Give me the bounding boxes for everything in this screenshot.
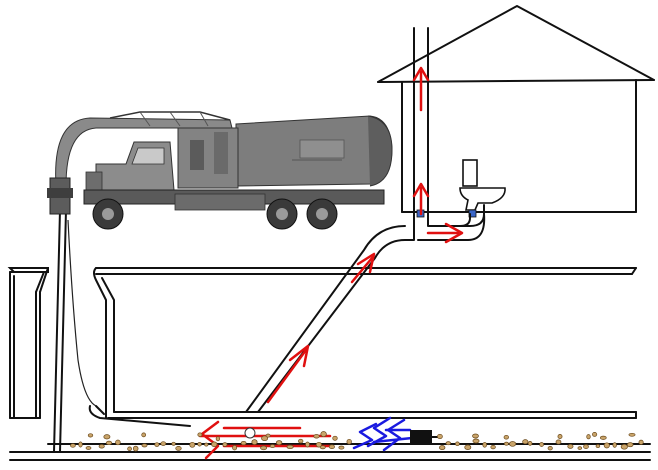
debris-pebble: [555, 439, 562, 445]
debris-pebble: [472, 438, 480, 444]
air-flow-arrow-toilet: [426, 222, 464, 244]
debris-pebble: [509, 441, 517, 447]
toilet-icon: [459, 159, 506, 211]
debris-pebble: [315, 441, 322, 448]
water-jet-arrows: [352, 416, 414, 452]
debris-pebble: [539, 442, 544, 447]
debris-pebble: [132, 445, 139, 452]
debris-pebble: [628, 432, 636, 437]
debris-pebble: [127, 446, 132, 452]
fitting-right: [468, 209, 477, 218]
debris-pebble: [103, 434, 111, 440]
debris-pebble: [260, 445, 268, 451]
debris-pebble: [98, 444, 105, 449]
debris-pebble: [490, 444, 496, 450]
air-flow-arrow-lateral-top: [350, 252, 376, 284]
debris-pebble: [595, 444, 601, 449]
debris-pebble: [197, 432, 203, 437]
debris-pebble: [503, 434, 509, 440]
debris-pebble: [586, 434, 591, 440]
debris-pebble: [171, 441, 176, 446]
debris-pebble: [105, 440, 113, 446]
vent-stack: [413, 27, 429, 217]
debris-pebble: [527, 441, 533, 446]
air-flow-arrow-vent-lower: [412, 182, 430, 216]
debris-pebble: [603, 442, 610, 449]
debris-pebble: [464, 444, 472, 450]
debris-pebble: [232, 445, 238, 451]
debris-pebble: [70, 443, 76, 448]
debris-pebble: [577, 446, 583, 450]
debris-pebble: [482, 441, 487, 448]
debris-pebble: [346, 438, 352, 445]
water-jet-arrow-3: [382, 418, 406, 452]
debris-pebble: [298, 438, 304, 444]
debris-pebble: [197, 441, 202, 447]
debris-pebble: [141, 443, 148, 448]
debris-pebble: [439, 445, 446, 451]
debris-pebble: [620, 444, 628, 450]
vacuum-truck-icon: [47, 111, 393, 230]
debris-pebble: [332, 435, 338, 441]
debris-pebble: [455, 441, 460, 447]
debris-pebble: [154, 442, 160, 447]
vacuum-hose: [53, 209, 97, 453]
debris-pebble: [472, 433, 479, 439]
debris-pebble: [115, 439, 121, 446]
debris-pebble: [522, 439, 529, 445]
debris-pebble: [626, 442, 634, 448]
debris-pebble: [557, 434, 563, 439]
ground-layers: [7, 267, 651, 461]
debris-pebble: [175, 446, 182, 451]
air-flow-arrow-lateral-mid: [266, 344, 310, 404]
debris-pebble: [599, 435, 607, 440]
manhole-inlet: [88, 405, 191, 427]
debris-pebble: [313, 434, 320, 439]
debris-pebble: [567, 444, 574, 449]
debris-pebble: [305, 441, 310, 448]
debris-pebble: [141, 432, 147, 438]
air-flow-arrow-main: [198, 420, 332, 460]
debris-field: [70, 427, 644, 452]
debris-pebble: [445, 441, 451, 446]
debris-pebble: [78, 441, 83, 448]
debris-pebble: [204, 442, 209, 447]
debris-pebble: [160, 441, 167, 446]
air-flow-arrow-vent-top: [412, 66, 430, 112]
air-flow-arrows: [198, 66, 464, 460]
debris-pebble: [275, 440, 283, 446]
debris-pebble: [328, 444, 335, 449]
debris-pebble: [251, 439, 258, 445]
debris-pebble: [320, 431, 327, 438]
debris-pebble: [222, 442, 228, 447]
house-icon: [377, 5, 655, 213]
debris-pebble: [319, 445, 326, 450]
debris-pebble: [269, 444, 276, 449]
debris-pebble: [592, 432, 598, 437]
debris-pebble: [211, 441, 218, 448]
debris-pebble: [286, 444, 294, 450]
debris-pebble: [215, 436, 221, 442]
debris-pebble: [638, 439, 644, 445]
water-jet-arrow-1: [352, 422, 378, 450]
debris-pebble: [437, 433, 443, 440]
debris-pebble: [612, 442, 617, 448]
debris-stone: [244, 427, 256, 439]
debris-pebble: [547, 446, 553, 451]
debris-pebble: [583, 444, 589, 449]
debris-pebble: [261, 435, 269, 442]
debris-pebble: [189, 441, 196, 448]
debris-pebble: [85, 446, 92, 450]
debris-pebble: [265, 433, 271, 438]
debris-pebble: [240, 440, 247, 446]
debris-pebble: [87, 433, 94, 438]
jet-nozzle-icon: [410, 430, 432, 444]
lateral-pipe: [245, 204, 486, 413]
debris-pebble: [338, 445, 345, 450]
debris-pebble: [503, 441, 509, 446]
